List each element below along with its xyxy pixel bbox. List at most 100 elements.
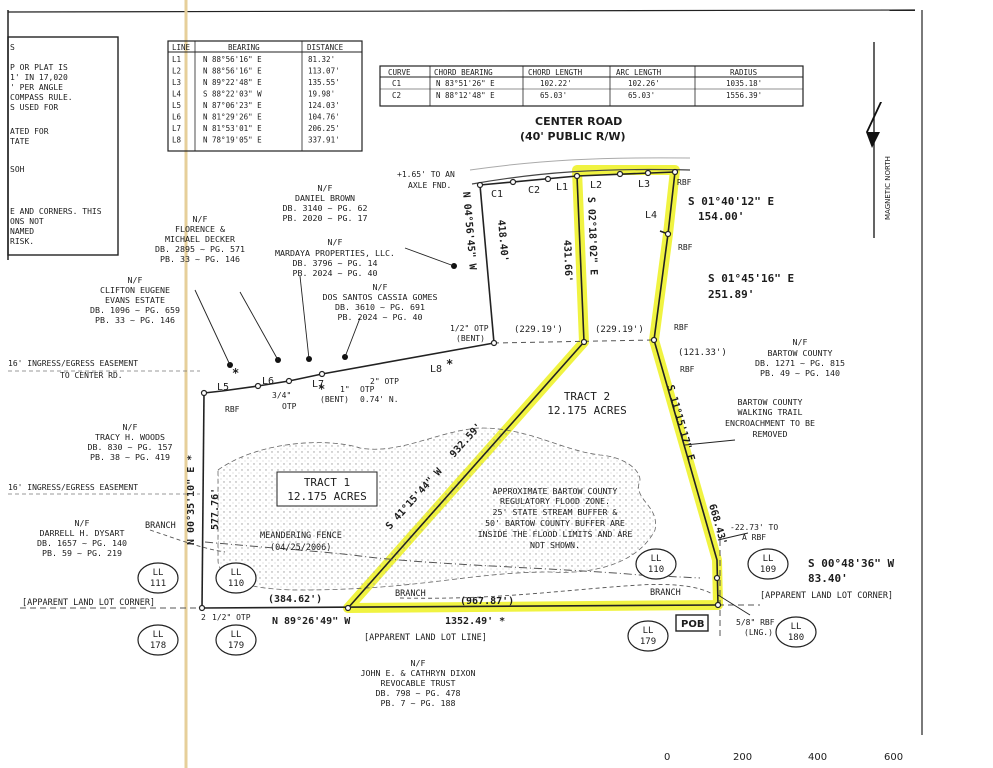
line-table-cell: 135.55' [308,78,340,87]
otp-label: 1" [340,385,350,394]
rbf-label: (LNG.) [744,628,773,637]
rbf-label: RBF [680,365,695,374]
svg-text:DB. 3796 ~ PG. 14: DB. 3796 ~ PG. 14 [293,258,378,268]
distance-label: (384.62') [268,594,322,605]
rbf-label: -22.73' TO [730,523,778,532]
line-table-cell: L1 [172,55,181,64]
svg-text:[APPARENT LAND LOT CORNER]: [APPARENT LAND LOT CORNER] [760,591,893,601]
tract-divider-dashed [493,339,655,344]
svg-text:LL: LL [651,554,662,564]
note-line: P OR PLAT IS [10,63,68,72]
line-table-cell: L8 [172,136,182,145]
line-table-cell: 337.91' [308,136,340,145]
svg-text:BRANCH: BRANCH [395,589,426,599]
otp-label: (BENT) [456,334,485,343]
line-table-cell: L6 [172,113,182,122]
distance-label: (229.19') [514,325,563,335]
svg-text:DB. 830 ~ PG. 157: DB. 830 ~ PG. 157 [88,442,173,452]
curve-table: CURVE CHORD BEARING CHORD LENGTH ARC LEN… [379,65,804,107]
svg-text:DANIEL BROWN: DANIEL BROWN [295,193,355,203]
svg-text:MARDAYA PROPERTIES, LLC.: MARDAYA PROPERTIES, LLC. [275,248,395,258]
svg-text:[APPARENT LAND LOT LINE]: [APPARENT LAND LOT LINE] [364,633,487,643]
easement-label: 16' INGRESS/EGRESS EASEMENT [8,359,138,368]
bearing-label: S 02°18'02" E [585,197,599,276]
note-line: E AND CORNERS. THIS [10,207,102,216]
svg-text:LL: LL [153,568,164,578]
svg-text:(04/25/2006): (04/25/2006) [270,543,331,553]
note-line: SOH [10,165,25,174]
star-mark: * [232,366,239,380]
svg-text:INSIDE THE FLOOD LIMITS AND AR: INSIDE THE FLOOD LIMITS AND ARE [478,529,633,539]
note-line: 1' IN 17,020 [10,73,68,82]
otp-label: 1/2" OTP [450,324,489,333]
svg-text:TRACT 1: TRACT 1 [304,476,350,489]
svg-text:DOS SANTOS CASSIA GOMES: DOS SANTOS CASSIA GOMES [323,292,438,302]
corner-labels: [APPARENT LAND LOT CORNER] [APPARENT LAN… [22,591,893,643]
label-l4: L4 [645,210,657,221]
svg-text:REGULATORY FLOOD ZONE.: REGULATORY FLOOD ZONE. [500,496,610,506]
svg-text:BRANCH: BRANCH [145,521,176,531]
line-table-cell: S 88°22'03" W [203,90,262,99]
line-table-cell: N 81°53'01" E [203,124,262,133]
curve-table-header: CHORD BEARING [434,68,493,77]
line-table-cell: 104.76' [308,113,340,122]
label-l8: L8 [430,364,442,375]
line-table-cell: L4 [172,90,182,99]
svg-text:N/F: N/F [793,337,808,347]
svg-text:REMOVED: REMOVED [753,429,788,439]
svg-text:PB. 33 ~ PG. 146: PB. 33 ~ PG. 146 [160,254,240,264]
svg-text:TRACT 2: TRACT 2 [564,390,610,403]
svg-text:111: 111 [150,579,166,589]
svg-text:LL: LL [153,630,164,640]
svg-text:PB. 49 ~ PG. 140: PB. 49 ~ PG. 140 [760,368,840,378]
otp-label: (BENT) [320,395,349,404]
star-mark: * [318,382,325,396]
curve-table-header: ARC LENGTH [616,68,662,77]
pob-label: POB [681,619,704,630]
bearing-label: N 00°35'10" E * [186,455,197,545]
distance-label: 154.00' [698,210,744,223]
otp-label: 3/4" [272,391,291,400]
svg-text:NOT SHOWN.: NOT SHOWN. [530,540,580,550]
svg-text:110: 110 [648,565,664,575]
svg-text:DB. 1096 ~ PG. 659: DB. 1096 ~ PG. 659 [90,305,180,315]
otp-label: 0.74' N. [360,395,399,404]
bearing-label: S 11°15'17" E [664,384,696,462]
svg-text:109: 109 [760,565,776,575]
svg-text:N/F: N/F [373,282,388,292]
easement-label: 16' INGRESS/EGRESS EASEMENT [8,483,138,492]
svg-text:50' BARTOW COUNTY BUFFER ARE: 50' BARTOW COUNTY BUFFER ARE [485,518,625,528]
line-table-cell: 124.03' [308,101,340,110]
curve-table-cell: 65.03' [628,91,655,100]
meandering-fence [204,541,701,579]
svg-text:PB. 2024 ~ PG. 40: PB. 2024 ~ PG. 40 [293,268,378,278]
svg-text:CLIFTON EUGENE: CLIFTON EUGENE [100,285,170,295]
svg-text:179: 179 [228,641,244,651]
svg-text:N/F: N/F [318,183,333,193]
line-table-cell: 81.32' [308,55,335,64]
label-l6: L6 [262,376,274,387]
svg-text:N/F: N/F [128,275,143,285]
easement-labels: 16' INGRESS/EGRESS EASEMENT TO CENTER RD… [8,359,200,495]
distance-label: 251.89' [708,288,754,301]
svg-text:DB. 798 ~ PG. 478: DB. 798 ~ PG. 478 [376,688,461,698]
curve-table-cell: C1 [392,79,401,88]
svg-text:PB. 2024 ~ PG. 40: PB. 2024 ~ PG. 40 [338,312,423,322]
line-table-header: BEARING [228,43,260,52]
rbf-label: 5/8" RBF [736,618,775,627]
svg-text:DARRELL H. DYSART: DARRELL H. DYSART [40,528,125,538]
rbf-label: RBF [674,323,689,332]
svg-text:EVANS ESTATE: EVANS ESTATE [105,295,165,305]
svg-text:TRACY H. WOODS: TRACY H. WOODS [95,432,165,442]
line-table-cell: 19.98' [308,90,335,99]
bearing-label: S 00°48'36" W [808,557,894,570]
svg-text:[APPARENT LAND LOT CORNER]: [APPARENT LAND LOT CORNER] [22,598,155,608]
line-table-cell: N 81°29'26" E [203,113,262,122]
svg-text:APPROXIMATE BARTOW COUNTY: APPROXIMATE BARTOW COUNTY [493,486,618,496]
svg-text:N/F: N/F [123,422,138,432]
